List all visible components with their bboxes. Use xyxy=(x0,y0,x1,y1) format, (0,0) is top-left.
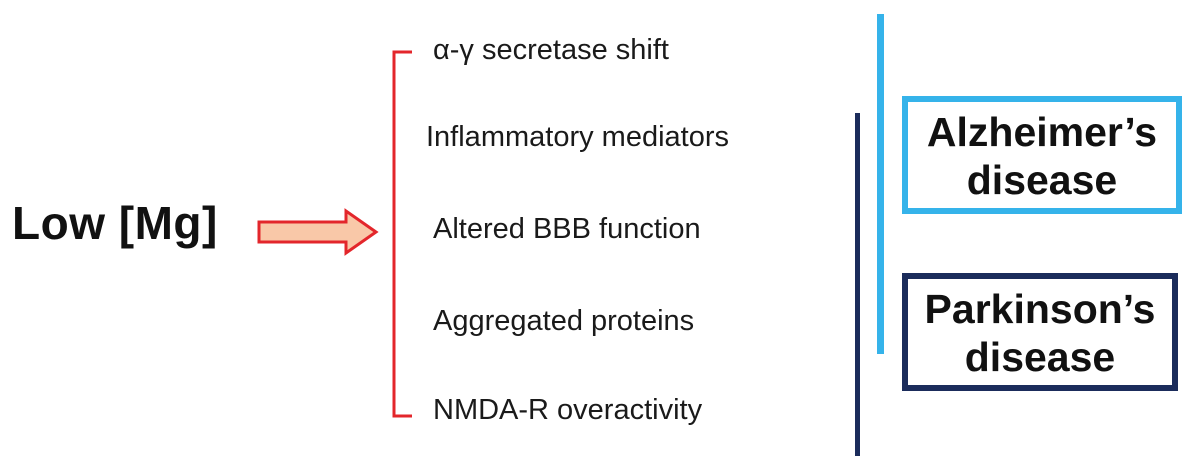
mechanism-aggregated-proteins: Aggregated proteins xyxy=(433,305,695,337)
alzheimers-subtitle: disease xyxy=(966,157,1118,203)
alzheimers-disease-box: Alzheimer’s disease xyxy=(902,96,1182,214)
source-label: Low [Mg] xyxy=(12,197,218,249)
mechanism-bracket xyxy=(392,50,412,418)
alzheimers-connector-line xyxy=(877,14,884,354)
parkinsons-title: Parkinson’s xyxy=(924,286,1156,332)
mechanism-secretase-shift: α-γ secretase shift xyxy=(433,34,669,66)
parkinsons-disease-box: Parkinson’s disease xyxy=(902,273,1178,391)
mechanism-nmda-overactivity: NMDA-R overactivity xyxy=(433,394,703,426)
alzheimers-title: Alzheimer’s xyxy=(926,109,1158,155)
parkinsons-subtitle: disease xyxy=(964,334,1116,380)
right-arrow-icon xyxy=(257,208,379,256)
mechanism-bbb-function: Altered BBB function xyxy=(433,213,701,245)
mechanism-inflammatory-mediators: Inflammatory mediators xyxy=(426,121,729,153)
parkinsons-connector-line xyxy=(855,113,860,456)
